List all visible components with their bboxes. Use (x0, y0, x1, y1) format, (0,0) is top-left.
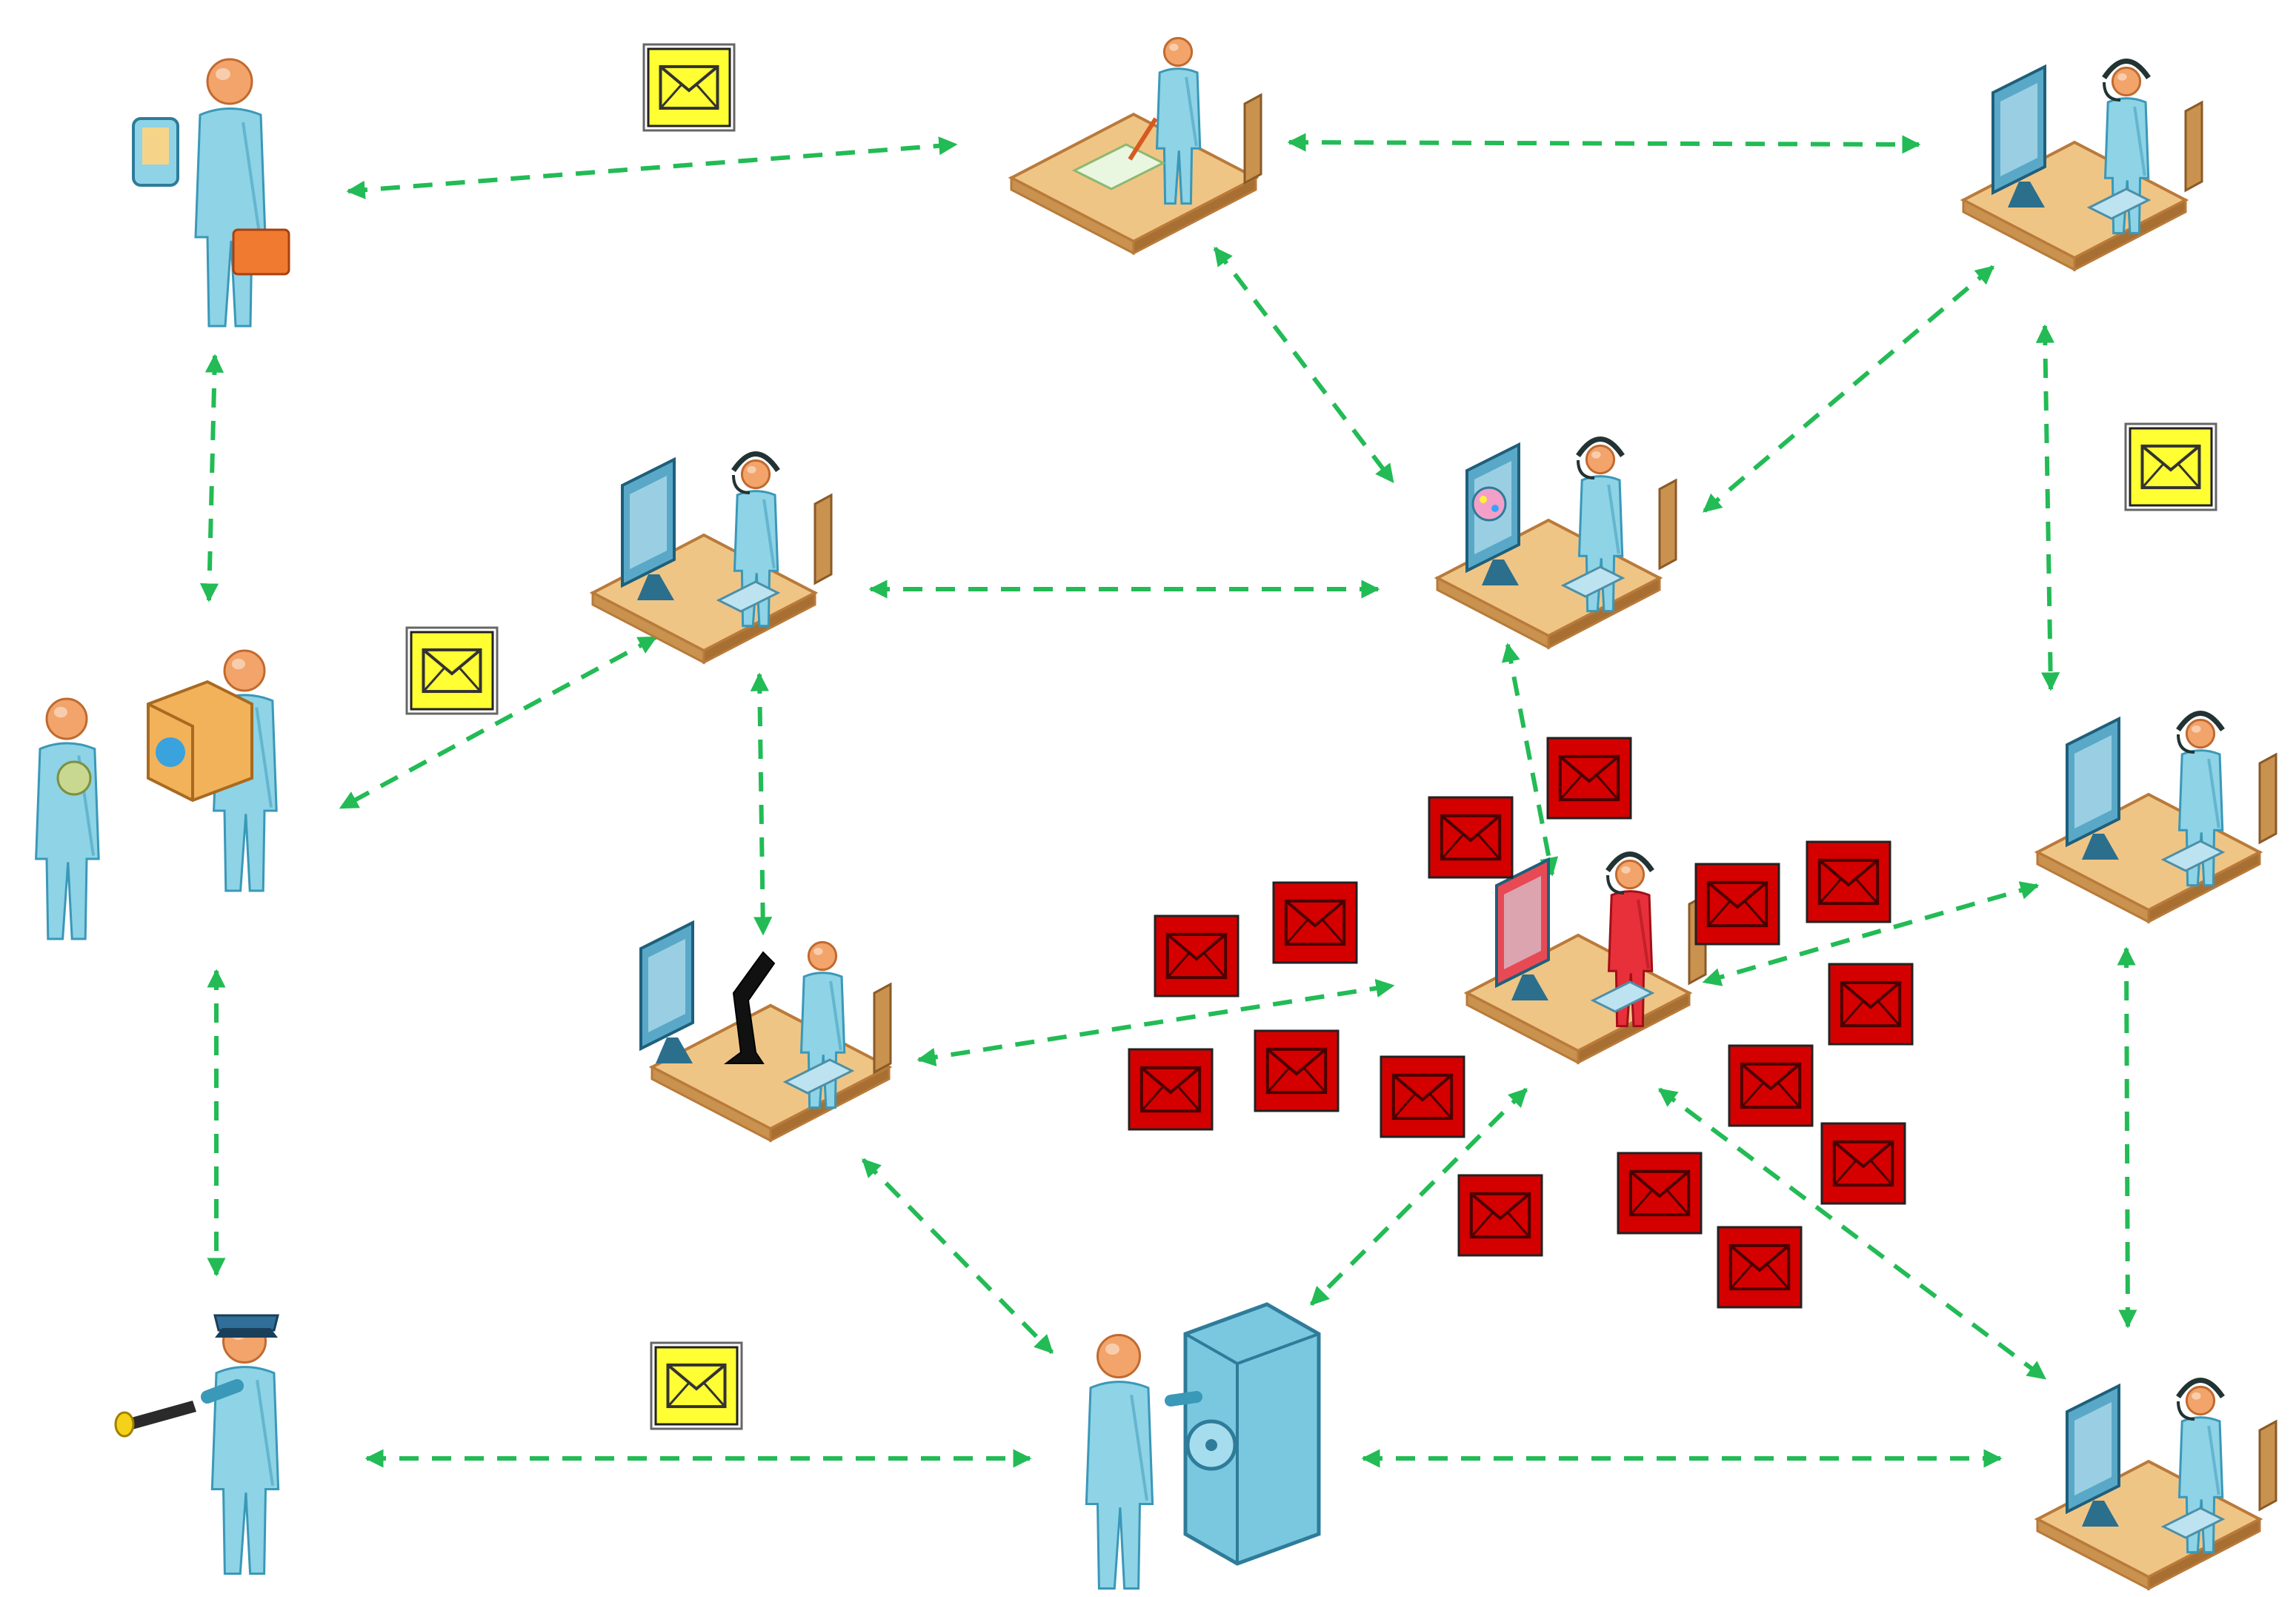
alert-message-2-envelope-icon (1428, 796, 1514, 879)
link-attacked-to-operator-bottom-right (1657, 1087, 2047, 1381)
link-courier-to-handover (199, 353, 224, 602)
alert-message-12-envelope-icon (1820, 1122, 1906, 1205)
node-mid-right-operator (2034, 711, 2277, 924)
node-operator-center-left (589, 451, 833, 665)
message-3-envelope-icon (2124, 422, 2217, 511)
links-layer (199, 133, 2137, 1468)
node-attacked (1463, 851, 1707, 1065)
alert-message-8-envelope-icon (1128, 1048, 1214, 1131)
node-vault (1085, 1302, 1321, 1590)
alert-message-10-envelope-icon (1380, 1055, 1465, 1138)
link-operator-top-right-to-mid-right-operator (2035, 324, 2060, 691)
alert-message-3-envelope-icon (1272, 881, 1358, 964)
alert-message-1-envelope-icon (1546, 737, 1632, 820)
alert-message-5-envelope-icon (1694, 863, 1780, 946)
node-operator-bottom-right (2034, 1378, 2277, 1591)
message-4-envelope-icon (650, 1341, 743, 1430)
alert-message-6-envelope-icon (1806, 840, 1891, 923)
link-mid-right-operator-to-attacked (1702, 881, 2040, 986)
link-operator-center-left-to-handover (339, 635, 658, 810)
nodes-layer (35, 36, 2277, 1591)
node-lab (639, 920, 893, 1143)
link-operator-top-right-to-designer (1703, 265, 1994, 514)
node-operator-top-right (1960, 59, 2203, 272)
node-designer (1434, 436, 1677, 650)
message-2-envelope-icon (405, 626, 499, 715)
node-handover (35, 649, 278, 940)
link-designer-to-attacked (1501, 643, 1559, 877)
message-1-envelope-icon (642, 43, 736, 132)
messages-layer (405, 43, 2217, 1430)
link-attacked-to-vault (1309, 1087, 1528, 1307)
alert-message-14-envelope-icon (1617, 1152, 1703, 1235)
node-courier (132, 58, 290, 328)
link-lab-to-attacked (916, 979, 1395, 1066)
alert-message-13-envelope-icon (1457, 1174, 1543, 1257)
alert-message-15-envelope-icon (1717, 1226, 1803, 1309)
link-operator-center-left-to-lab (750, 672, 773, 936)
link-lab-to-vault (861, 1158, 1054, 1355)
alert-message-4-envelope-icon (1154, 914, 1239, 997)
link-writer-to-operator-top-right (1287, 133, 1921, 154)
link-courier-to-writer (346, 136, 958, 199)
link-mid-right-operator-to-operator-bottom-right (2117, 946, 2137, 1329)
alert-message-7-envelope-icon (1828, 963, 1914, 1046)
alert-message-9-envelope-icon (1254, 1029, 1340, 1112)
alert-message-11-envelope-icon (1728, 1044, 1814, 1127)
link-writer-to-designer (1213, 246, 1395, 484)
node-guard (114, 1314, 280, 1575)
node-writer (1008, 36, 1262, 256)
